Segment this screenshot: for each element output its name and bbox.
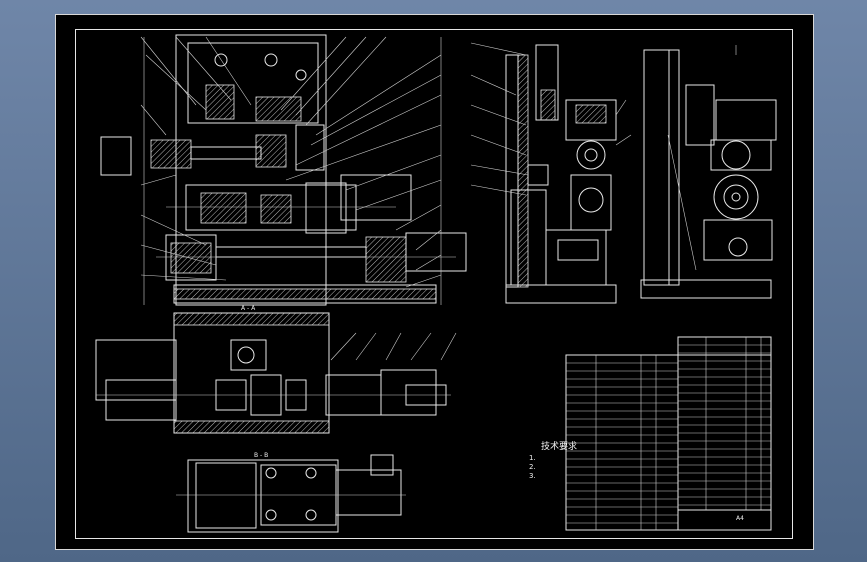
sheet-size-label: A4 — [736, 515, 744, 522]
front-view — [100, 34, 467, 306]
section-label-a: A - A — [241, 305, 256, 312]
cad-drawing: A - A B - B — [95, 34, 777, 533]
section-view-b — [176, 454, 406, 533]
parts-list-table — [565, 336, 772, 531]
technical-requirements: 技术要求 1. 2. 3. — [529, 443, 619, 481]
side-view — [470, 42, 632, 304]
tech-requirement-line: 1. — [529, 454, 536, 462]
tech-requirement-line: 2. — [529, 463, 536, 471]
drawing-sheet: A - A B - B 技术要求 1. 2. 3. A4 — [55, 14, 814, 550]
tech-requirements-title: 技术要求 — [541, 442, 578, 452]
section-view-a — [95, 312, 457, 434]
tech-requirement-line: 3. — [529, 472, 536, 480]
end-view — [640, 45, 777, 299]
drawing-border — [75, 29, 793, 539]
section-label-b: B - B — [254, 452, 268, 459]
